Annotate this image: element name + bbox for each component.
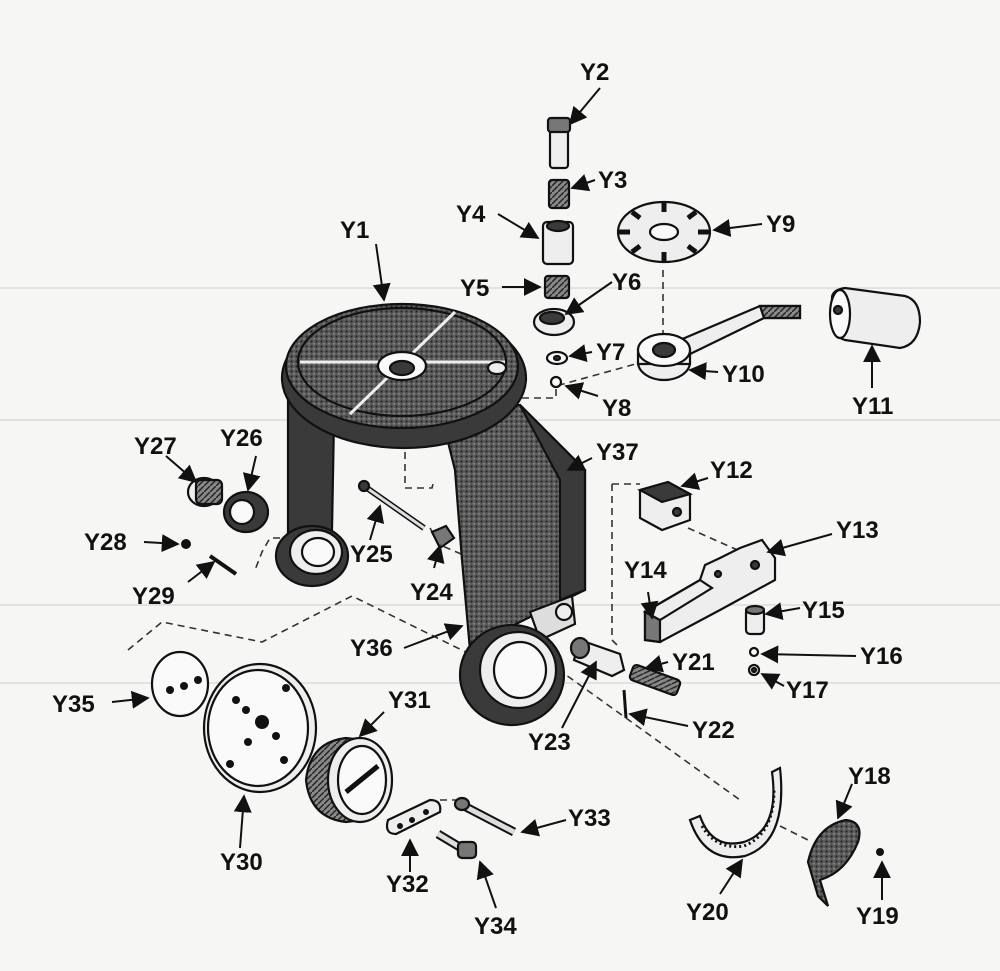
label-y37: Y37: [596, 439, 639, 466]
label-y24: Y24: [410, 579, 453, 606]
index-star-disc: [616, 200, 712, 264]
label-y29: Y29: [132, 583, 175, 610]
discs: [150, 650, 318, 794]
small-pins: [744, 604, 766, 677]
label-y8: Y8: [602, 395, 631, 422]
left-side-parts: [181, 476, 270, 576]
leader-lines: [111, 87, 891, 909]
label-y21: Y21: [672, 649, 715, 676]
label-y31: Y31: [388, 687, 431, 714]
pointer: [806, 818, 884, 907]
label-y4: Y4: [456, 201, 486, 228]
handle-knob: [828, 286, 922, 350]
label-y14: Y14: [624, 557, 667, 584]
label-y26: Y26: [220, 425, 263, 452]
label-y15: Y15: [802, 597, 845, 624]
label-y10: Y10: [722, 361, 765, 388]
label-y20: Y20: [686, 899, 729, 926]
plunger-stack: [532, 116, 576, 389]
label-y2: Y2: [580, 59, 609, 86]
label-y12: Y12: [710, 457, 753, 484]
label-y35: Y35: [52, 691, 95, 718]
main-bracket: [274, 302, 587, 727]
label-y28: Y28: [84, 529, 127, 556]
lever-handle: [636, 304, 802, 382]
label-y25: Y25: [350, 541, 393, 568]
part-labels: Y1 Y2 Y3 Y4 Y5 Y6 Y7 Y8 Y9 Y10 Y11 Y12 Y…: [52, 59, 903, 940]
label-y30: Y30: [220, 849, 263, 876]
label-y18: Y18: [848, 763, 891, 790]
spring-and-bolt: [569, 636, 682, 719]
arc-scale: [688, 766, 783, 859]
label-y3: Y3: [598, 167, 627, 194]
label-y22: Y22: [692, 717, 735, 744]
nut-and-screw: [357, 479, 456, 550]
label-y36: Y36: [350, 635, 393, 662]
label-y33: Y33: [568, 805, 611, 832]
square-block: [637, 480, 693, 532]
label-y16: Y16: [860, 643, 903, 670]
assembly-lines: [127, 270, 813, 843]
label-y19: Y19: [856, 903, 899, 930]
label-y11: Y11: [852, 393, 893, 420]
label-y17: Y17: [786, 677, 829, 704]
label-y9: Y9: [766, 211, 795, 238]
drum: [304, 736, 394, 824]
label-y5: Y5: [460, 275, 489, 302]
label-y13: Y13: [836, 517, 879, 544]
label-y34: Y34: [474, 913, 517, 940]
label-y6: Y6: [612, 269, 641, 296]
label-y27: Y27: [134, 433, 177, 460]
label-y23: Y23: [528, 729, 571, 756]
plate-and-screws: [385, 796, 517, 860]
label-y1: Y1: [340, 217, 369, 244]
label-y7: Y7: [596, 339, 625, 366]
label-y32: Y32: [386, 871, 429, 898]
